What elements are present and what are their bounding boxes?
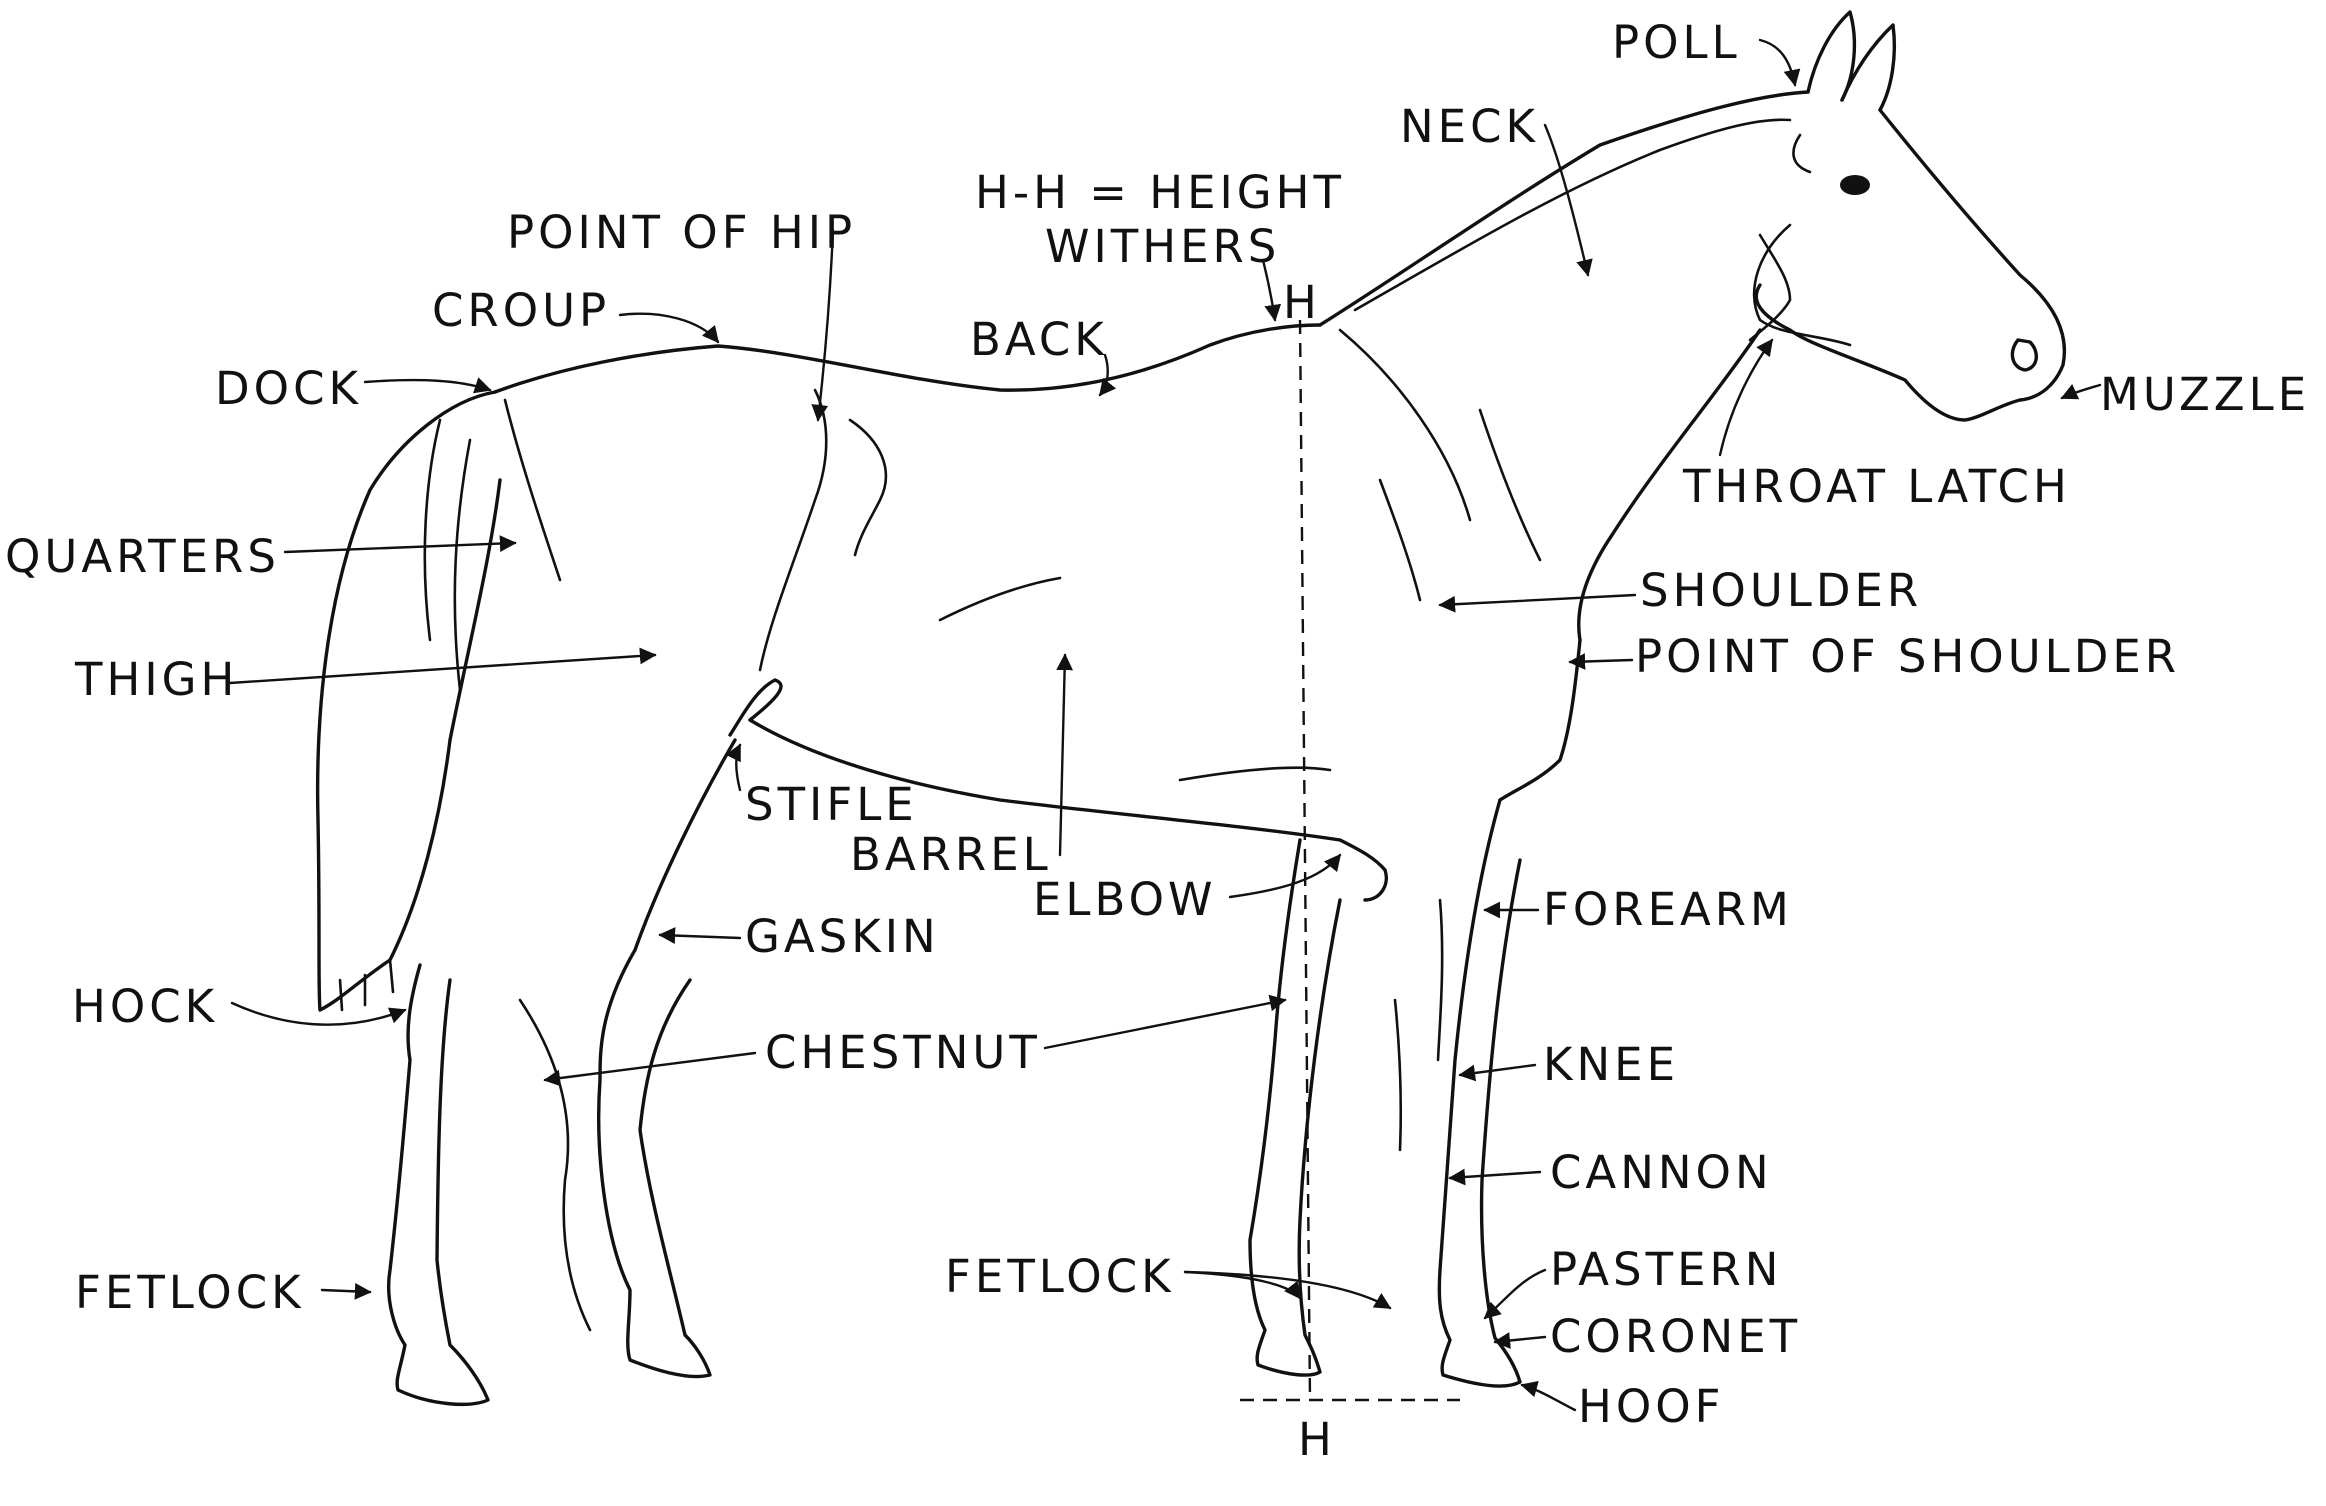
label-coronet: CORONET <box>1550 1310 1801 1363</box>
label-quarters: QUARTERS <box>5 530 280 583</box>
label-cannon: CANNON <box>1550 1146 1773 1199</box>
shoulder-line <box>1340 330 1540 600</box>
label-barrel: BARREL <box>850 828 1052 881</box>
hock-line <box>520 1000 590 1330</box>
label-fetlock-fore: FETLOCK <box>945 1250 1175 1303</box>
tail-strands <box>340 420 470 1010</box>
chest-outline <box>1500 640 1580 800</box>
label-muzzle: MUZZLE <box>2100 368 2310 421</box>
label-fetlock-hind: FETLOCK <box>75 1266 305 1319</box>
quarter-line <box>505 390 826 670</box>
label-h-top: H <box>1283 276 1321 329</box>
stifle-outline <box>730 680 781 735</box>
label-dock: DOCK <box>215 362 362 415</box>
barrel-line <box>940 578 1330 780</box>
label-poll: POLL <box>1612 16 1741 69</box>
label-throat-latch: THROAT LATCH <box>1682 460 2071 513</box>
label-thigh: THIGH <box>74 653 238 706</box>
jaw-line <box>1754 225 1850 345</box>
hind-leg-rear-outline <box>389 965 488 1404</box>
hip-curve <box>850 420 886 555</box>
nostril <box>2012 340 2036 370</box>
label-knee: KNEE <box>1543 1038 1679 1091</box>
label-h-bottom: H <box>1298 1413 1336 1466</box>
label-stifle: STIFLE <box>745 778 918 831</box>
eye-icon <box>1840 175 1870 195</box>
topline-outline <box>495 325 1320 392</box>
label-height-note: H-H = HEIGHT <box>975 166 1345 219</box>
label-neck: NECK <box>1400 100 1539 153</box>
label-chestnut: CHESTNUT <box>765 1026 1041 1079</box>
head-outline <box>1756 110 2064 420</box>
label-gaskin: GASKIN <box>745 910 940 963</box>
label-hock: HOCK <box>72 980 218 1033</box>
label-back: BACK <box>970 313 1108 366</box>
label-croup: CROUP <box>432 284 610 337</box>
label-pastern: PASTERN <box>1550 1243 1782 1296</box>
label-withers: WITHERS <box>1045 220 1280 273</box>
elbow-outline <box>1340 840 1386 900</box>
height-line-vertical <box>1300 320 1310 1400</box>
label-shoulder: SHOULDER <box>1640 564 1922 617</box>
ear-right-outline <box>1842 25 1894 110</box>
label-point-of-shoulder: POINT OF SHOULDER <box>1635 630 2180 683</box>
labels: POLL NECK H-H = HEIGHT WITHERS H POINT O… <box>5 16 2310 1466</box>
label-point-of-hip: POINT OF HIP <box>507 206 856 259</box>
fore-leg-detail <box>1395 900 1442 1150</box>
label-elbow: ELBOW <box>1033 873 1217 926</box>
tail-outline <box>318 392 500 1010</box>
label-hoof: HOOF <box>1578 1380 1725 1433</box>
face-line <box>1750 135 1810 340</box>
fore-leg-front-outline <box>1439 800 1520 1386</box>
label-forearm: FOREARM <box>1543 883 1793 936</box>
